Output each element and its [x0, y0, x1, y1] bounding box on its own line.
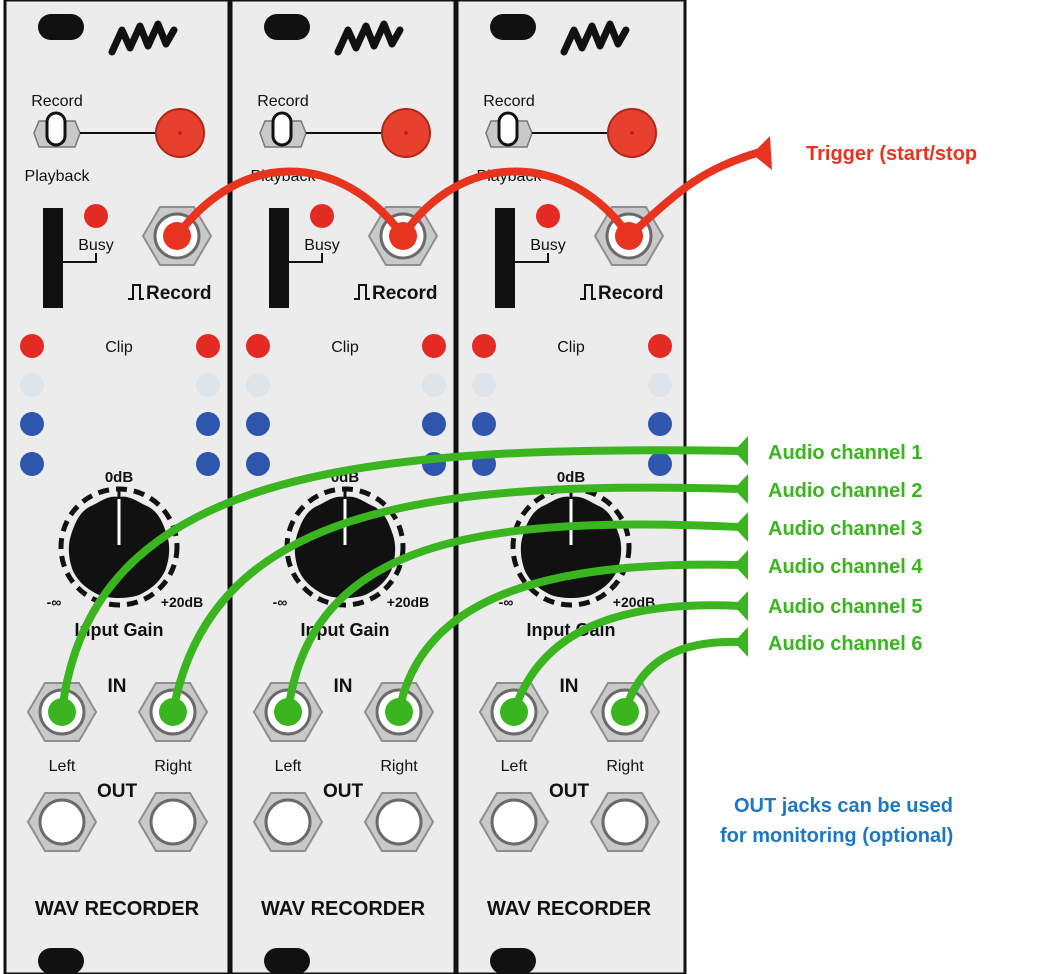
- clip-label: Clip: [557, 339, 585, 356]
- record-button[interactable]: [381, 108, 431, 158]
- level-led-right: [196, 452, 220, 476]
- audio-cable-1: [58, 446, 744, 716]
- clip-led-right: [196, 334, 220, 358]
- mounting-slot-top: [38, 14, 84, 40]
- toggle-top-label: Record: [31, 93, 83, 110]
- out-label: OUT: [323, 781, 364, 802]
- gain-max-label: +20dB: [161, 594, 203, 610]
- out-label: OUT: [549, 781, 590, 802]
- audio-cable-tips: [48, 436, 748, 726]
- microsd-slot: [495, 208, 515, 308]
- mounting-slot-bottom: [38, 948, 84, 974]
- level-led-left: [472, 412, 496, 436]
- mounting-slot-top: [490, 14, 536, 40]
- audio-channel-label: Audio channel 6: [768, 633, 922, 655]
- clip-led-right: [422, 334, 446, 358]
- module-name: WAV RECORDER: [487, 898, 652, 920]
- left-label: Left: [49, 758, 76, 775]
- out-note-line-1: OUT jacks can be used: [734, 795, 953, 817]
- record-button[interactable]: [155, 108, 205, 158]
- level-led-right: [648, 452, 672, 476]
- busy-led: [536, 204, 560, 228]
- record-jack-label: Record: [372, 283, 437, 304]
- in-label: IN: [108, 676, 127, 697]
- busy-label: Busy: [530, 237, 566, 254]
- record-playback-toggle[interactable]: [33, 111, 81, 148]
- busy-led: [84, 204, 108, 228]
- out-label: OUT: [97, 781, 138, 802]
- audio-cable-4: [395, 560, 744, 716]
- clip-label: Clip: [331, 339, 359, 356]
- audio-channel-label: Audio channel 4: [768, 556, 923, 578]
- busy-label: Busy: [78, 237, 114, 254]
- audio-channel-label: Audio channel 3: [768, 518, 922, 540]
- audio-cable-5: [510, 601, 744, 716]
- record-jack-label: Record: [598, 283, 663, 304]
- clip-led-right: [648, 334, 672, 358]
- record-jack-label: Record: [146, 283, 211, 304]
- out-note-line-2: for monitoring (optional): [720, 825, 953, 847]
- in-label: IN: [560, 676, 579, 697]
- gain-min-label: -∞: [47, 594, 62, 610]
- busy-label: Busy: [304, 237, 340, 254]
- pulse-icon: [354, 284, 370, 300]
- level-led-right: [648, 412, 672, 436]
- audio-channel-label: Audio channel 2: [768, 480, 922, 502]
- level-led-right: [422, 373, 446, 397]
- audio-cables: [58, 446, 744, 716]
- audio-cable-2: [169, 483, 744, 716]
- busy-led: [310, 204, 334, 228]
- toggle-bottom-label: Playback: [25, 168, 91, 185]
- right-label: Right: [380, 758, 418, 775]
- gain-top-label: 0dB: [557, 469, 586, 486]
- module-name: WAV RECORDER: [261, 898, 426, 920]
- level-led-right: [422, 412, 446, 436]
- level-led-left: [246, 373, 270, 397]
- record-button[interactable]: [607, 108, 657, 158]
- input-gain-label: Input Gain: [75, 620, 164, 640]
- mounting-slot-bottom: [264, 948, 310, 974]
- pulse-icon: [580, 284, 596, 300]
- audio-cable-3: [284, 520, 744, 716]
- left-label: Left: [275, 758, 302, 775]
- level-led-right: [648, 373, 672, 397]
- audio-cable-6: [621, 637, 744, 716]
- gain-max-label: +20dB: [387, 594, 429, 610]
- mounting-slot-top: [264, 14, 310, 40]
- clip-label: Clip: [105, 339, 133, 356]
- level-led-left: [246, 452, 270, 476]
- module-1: Record Playback Busy Record Clip 0dB: [3, 0, 231, 974]
- microsd-slot: [269, 208, 289, 308]
- clip-led-left: [246, 334, 270, 358]
- module-name: WAV RECORDER: [35, 898, 200, 920]
- level-led-right: [196, 412, 220, 436]
- mounting-slot-bottom: [490, 948, 536, 974]
- level-led-left: [20, 452, 44, 476]
- audio-channel-label: Audio channel 5: [768, 596, 922, 618]
- gain-max-label: +20dB: [613, 594, 655, 610]
- clip-led-left: [20, 334, 44, 358]
- audio-channel-label: Audio channel 1: [768, 442, 922, 464]
- trigger-cable: [163, 136, 772, 250]
- microsd-slot: [43, 208, 63, 308]
- level-led-left: [20, 373, 44, 397]
- gain-min-label: -∞: [273, 594, 288, 610]
- pulse-icon: [128, 284, 144, 300]
- right-label: Right: [154, 758, 192, 775]
- in-label: IN: [334, 676, 353, 697]
- gain-top-label: 0dB: [105, 469, 134, 486]
- record-playback-toggle[interactable]: [485, 111, 533, 148]
- level-led-left: [246, 412, 270, 436]
- record-playback-toggle[interactable]: [259, 111, 307, 148]
- left-label: Left: [501, 758, 528, 775]
- toggle-top-label: Record: [483, 93, 535, 110]
- level-led-right: [196, 373, 220, 397]
- toggle-top-label: Record: [257, 93, 309, 110]
- trigger-annotation: Trigger (start/stop: [806, 143, 977, 165]
- right-label: Right: [606, 758, 644, 775]
- clip-led-left: [472, 334, 496, 358]
- level-led-left: [20, 412, 44, 436]
- level-led-left: [472, 373, 496, 397]
